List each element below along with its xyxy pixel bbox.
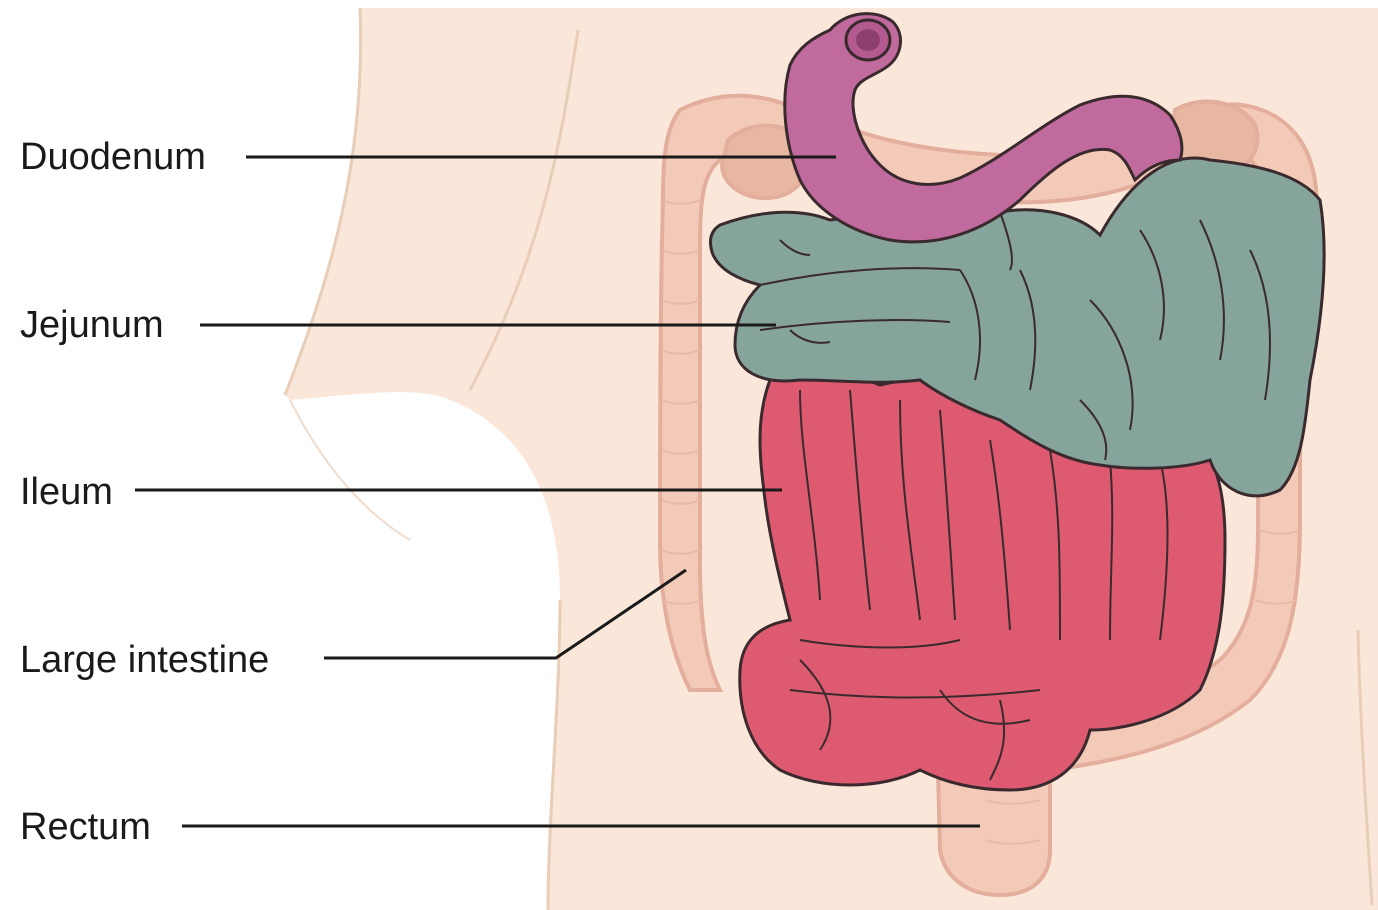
label-ileum: Ileum — [20, 473, 113, 511]
label-rectum: Rectum — [20, 808, 151, 846]
label-jejunum: Jejunum — [20, 306, 164, 344]
label-duodenum: Duodenum — [20, 138, 206, 176]
label-large-intestine: Large intestine — [20, 641, 269, 679]
